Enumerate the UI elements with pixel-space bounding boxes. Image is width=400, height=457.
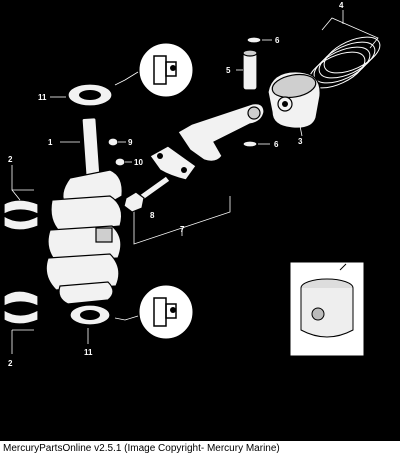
seal-detail-top (138, 42, 194, 98)
seal-detail-bottom (138, 284, 194, 340)
callout-10: 10 (134, 158, 143, 167)
main-bearing-lower[interactable] (3, 290, 39, 325)
washer-9[interactable] (107, 137, 119, 147)
callout-7: 7 (180, 225, 185, 234)
image-caption: MercuryPartsOnline v2.5.1 (Image Copyrig… (0, 441, 400, 457)
wrist-pin[interactable] (242, 49, 258, 91)
rod-cap[interactable] (149, 145, 197, 181)
callout-9: 9 (128, 138, 133, 147)
washer-10[interactable] (114, 157, 126, 167)
exploded-parts-diagram: 1 2 2 3 4 5 6 6 7 8 9 10 11 11 (3, 1, 381, 368)
callout-4: 4 (339, 1, 344, 10)
piston[interactable] (267, 71, 321, 129)
connecting-rod[interactable] (177, 103, 265, 162)
callout-1: 1 (48, 138, 53, 147)
callout-2-lower: 2 (8, 359, 13, 368)
callout-6-bottom: 6 (274, 140, 279, 149)
callout-6-top: 6 (275, 36, 280, 45)
crankshaft[interactable] (45, 117, 123, 305)
oil-seal-bottom[interactable] (69, 304, 111, 326)
main-bearing-upper[interactable] (3, 199, 39, 231)
callout-11-top: 11 (38, 93, 47, 102)
callout-11-bottom: 11 (84, 348, 93, 357)
pin-clip-bottom[interactable] (242, 140, 258, 148)
rod-bolt[interactable] (123, 175, 171, 213)
callout-8: 8 (150, 211, 155, 220)
oil-seal-top[interactable] (67, 83, 113, 107)
callout-2-upper: 2 (8, 155, 13, 164)
piston-inset (289, 261, 365, 357)
callout-3: 3 (298, 137, 303, 146)
callout-5: 5 (226, 66, 231, 75)
pin-clip-top[interactable] (246, 36, 262, 44)
